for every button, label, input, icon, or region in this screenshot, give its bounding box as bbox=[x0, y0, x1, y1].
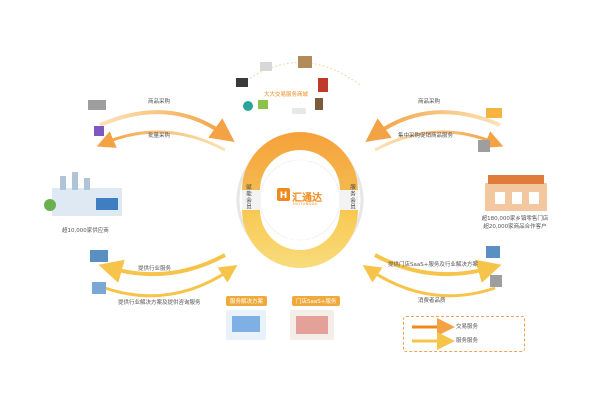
saas-pill: 门店SaaS+服务 bbox=[292, 296, 341, 306]
factory-illustration bbox=[44, 172, 122, 216]
top-left-upper-label: 商品采购 bbox=[148, 99, 171, 105]
server-icon bbox=[90, 250, 108, 262]
hub-top-label: 交易服务 bbox=[284, 153, 316, 162]
supplier-count-label: 超10,000家供应商 bbox=[62, 228, 109, 234]
worker-icon bbox=[94, 126, 104, 136]
hub-bottom-label: 服务服务 bbox=[284, 238, 316, 247]
brand-logo-icon bbox=[277, 188, 290, 201]
consumer-icon bbox=[490, 275, 502, 287]
top-left-arrows bbox=[88, 100, 235, 152]
top-group-label: 大大交易服务商城 bbox=[264, 92, 309, 98]
hub-left-side-label: 赋能会员 bbox=[245, 184, 251, 210]
central-hub: H bbox=[236, 132, 364, 268]
top-right-lower-label: 集中采购促销商品服务 bbox=[398, 133, 454, 139]
legend-item-service: 服务服务 bbox=[456, 338, 479, 344]
bottom-left-arrows bbox=[90, 250, 238, 298]
goods-icon bbox=[258, 100, 268, 109]
solutions-pill: 服务解决方案 bbox=[226, 296, 268, 306]
product-box-icon bbox=[260, 62, 272, 71]
store-count-line1: 超180,000家乡镇零售门店 bbox=[481, 216, 549, 222]
svg-text:H: H bbox=[280, 191, 288, 201]
legend-arrows bbox=[412, 318, 455, 350]
bottom-right-upper-label: 提供门店SaaS+服务及行业解决方案 bbox=[388, 262, 478, 268]
bottom-left-lower-label: 提供行业解决方案及提供咨询服务 bbox=[118, 300, 201, 306]
bottom-right-arrows bbox=[362, 246, 502, 298]
bottom-left-upper-label: 提供行业服务 bbox=[138, 266, 172, 272]
top-product-cluster bbox=[236, 56, 361, 114]
legend-item-trade: 交易服务 bbox=[456, 324, 479, 330]
top-left-lower-label: 批量采购 bbox=[148, 133, 171, 139]
brand-name: 汇通达 bbox=[292, 193, 322, 204]
laptop-icon bbox=[236, 78, 248, 87]
bottom-right-lower-label: 消费者品质 bbox=[418, 298, 446, 304]
legend bbox=[403, 316, 525, 352]
bottom-illustrations bbox=[226, 310, 334, 340]
store-count-line2: 超20,000家商品合作客户 bbox=[483, 224, 547, 230]
drink-icon bbox=[315, 98, 323, 110]
handshake-icon bbox=[486, 246, 500, 258]
top-right-arrows bbox=[365, 108, 504, 152]
cart-icon bbox=[478, 140, 490, 152]
truck-icon bbox=[88, 100, 106, 110]
brand-subtitle: HUITONGDA bbox=[293, 202, 318, 206]
computer-icon bbox=[92, 282, 106, 294]
appliance-icon bbox=[318, 78, 328, 92]
scooter-icon bbox=[243, 101, 253, 111]
package-icon bbox=[298, 56, 312, 68]
delivery-icon bbox=[486, 108, 502, 118]
top-right-upper-label: 商品采购 bbox=[418, 99, 441, 105]
hub-right-side-label: 服务会员 bbox=[349, 184, 355, 210]
store-illustration bbox=[485, 175, 547, 211]
pallet-icon bbox=[292, 108, 306, 114]
